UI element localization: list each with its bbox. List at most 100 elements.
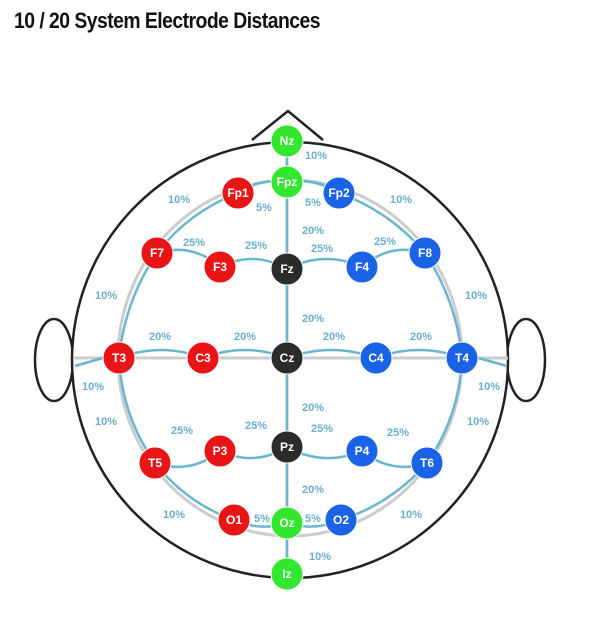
electrode-o1-label: O1 [226,513,242,527]
electrode-o2-label: O2 [333,513,349,527]
electrode-nz-label: Nz [280,134,295,148]
nose-outline [251,109,324,141]
distance-label-c4-t4: 20% [410,331,432,343]
distance-label-fpz-fp1: 5% [256,202,272,214]
electrode-fpz-label: Fpz [277,175,298,189]
distance-label-fpz-fp2: 5% [305,197,321,209]
electrode-f7: F7 [140,236,174,270]
electrode-iz: Iz [270,557,304,591]
electrode-pz-label: Pz [280,440,294,454]
electrode-f8: F8 [408,236,442,270]
distance-label-t5-p3: 25% [171,425,193,437]
electrode-t4-dot [445,341,479,375]
electrode-f7-dot [140,236,174,270]
distance-label-t3-ear: 10% [82,381,104,393]
electrode-c4-label: C4 [368,351,384,365]
electrode-fp2-label: Fp2 [328,186,350,200]
distance-label-pz-p4: 25% [311,423,333,435]
electrode-c3-dot [186,341,220,375]
distance-label-f7-f3: 25% [183,237,205,249]
distance-label-p4-t6: 25% [387,427,409,439]
electrode-fpz: Fpz [270,165,304,199]
electrode-p4-label: P4 [355,444,370,458]
electrode-nz: Nz [270,124,304,158]
electrode-cz-label: Cz [280,351,295,365]
distance-label-t5-o1: 10% [163,509,185,521]
electrode-fp1: Fp1 [221,176,255,210]
distance-label-oz-iz: 10% [309,551,331,563]
electrode-p4-dot [345,434,379,468]
electrode-iz-dot [270,557,304,591]
electrode-fp2-dot [322,176,356,210]
electrode-f4: F4 [345,250,379,284]
distance-label-oz-o1: 5% [254,513,270,525]
distance-label-p3-pz: 25% [245,420,267,432]
electrode-fz-label: Fz [280,262,293,276]
electrode-f3-label: F3 [213,260,227,274]
distance-label-fp2-f8: 10% [390,194,412,206]
distance-label-f8-t4: 10% [465,290,487,302]
electrode-t6: T6 [410,446,444,480]
electrode-f3-dot [203,250,237,284]
electrode-t3: T3 [102,341,136,375]
distance-labels: 10% 5% 5% 10% 10% 25% 25% 25% 25% 20% 10% 10% 20% 20%… [82,150,500,563]
electrode-p3-dot [203,434,237,468]
electrode-cz: Cz [270,341,304,375]
distance-label-t3-c3: 20% [149,331,171,343]
electrode-f8-label: F8 [418,246,432,260]
electrode-f8-dot [408,236,442,270]
distance-label-pz-oz: 20% [302,484,324,496]
electrode-f7-label: F7 [150,246,164,260]
electrode-f4-label: F4 [355,260,369,274]
electrode-t6-label: T6 [420,456,434,470]
distance-label-fp1-f7: 10% [168,194,190,206]
connector-t4-ear [477,356,508,368]
electrode-oz-dot [270,506,304,540]
electrode-fpz-dot [270,165,304,199]
electrode-fp2: Fp2 [322,176,356,210]
page-title: 10 / 20 System Electrode Distances [14,8,320,33]
electrode-fz: Fz [270,252,304,286]
electrode-o1: O1 [217,503,251,537]
electrode-fp1-dot [221,176,255,210]
distance-label-f4-f8: 25% [374,236,396,248]
electrode-t6-dot [410,446,444,480]
electrode-oz-label: Oz [279,516,294,530]
distance-label-cz-c4: 20% [323,331,345,343]
electrode-oz: Oz [270,506,304,540]
distance-label-fz-cz: 20% [302,313,324,325]
electrode-t3-label: T3 [112,351,126,365]
electrode-t4-label: T4 [455,351,469,365]
electrode-t5-label: T5 [148,456,162,470]
electrode-t4: T4 [445,341,479,375]
right-ear [505,317,547,403]
electrode-cz-dot [270,341,304,375]
electrode-fz-dot [270,252,304,286]
connector-t3-ear [74,356,104,368]
distance-label-f3-fz: 25% [245,240,267,252]
electrode-p3-label: P3 [213,444,228,458]
distance-label-nz-fpz: 10% [305,150,327,162]
left-ear [33,317,75,403]
electrode-fp1-label: Fp1 [227,186,249,200]
electrode-t3-dot [102,341,136,375]
distance-label-f7-t3: 10% [95,290,117,302]
electrode-o2: O2 [324,503,358,537]
electrode-f3: F3 [203,250,237,284]
distance-label-t4-t6: 10% [467,416,489,428]
electrode-c3: C3 [186,341,220,375]
electrode-p3: P3 [203,434,237,468]
electrode-c3-label: C3 [195,351,211,365]
distance-label-fz-f4: 25% [311,243,333,255]
distance-label-t4-ear: 10% [478,381,500,393]
distance-label-c3-cz: 20% [234,331,256,343]
distance-label-fpz-fz: 20% [302,225,324,237]
electrode-o1-dot [217,503,251,537]
electrode-pz: Pz [270,430,304,464]
electrode-o2-dot [324,503,358,537]
electrode-p4: P4 [345,434,379,468]
distance-label-oz-o2: 5% [305,513,321,525]
electrode-f4-dot [345,250,379,284]
